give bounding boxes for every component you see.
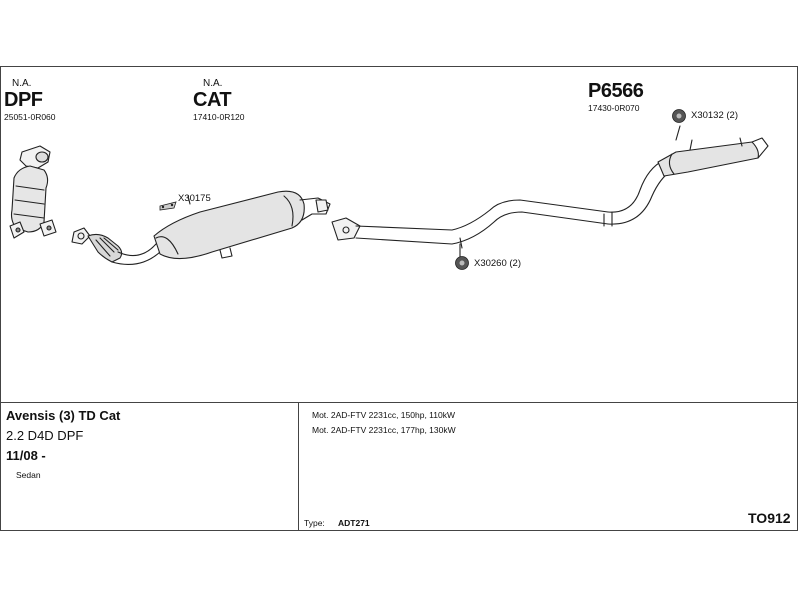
rear-silencer-component: [603, 125, 769, 227]
rear-silencer-part-number: 17430-0R070: [588, 103, 640, 113]
motor-line: Mot. 2AD-FTV 2231cc, 150hp, 110kW: [312, 410, 455, 420]
fitting-x30132-icon: [672, 109, 686, 123]
info-divider: [0, 402, 798, 403]
rear-silencer-name: P6566: [588, 80, 644, 102]
vehicle-years: 11/08 -: [6, 448, 46, 463]
type-label: Type:: [304, 518, 325, 528]
motor-line: Mot. 2AD-FTV 2231cc, 177hp, 130kW: [312, 425, 456, 435]
diagram-frame: [0, 66, 798, 531]
dpf-na-label: N.A.: [12, 78, 32, 89]
dpf-component: [9, 145, 57, 239]
dpf-part-number: 25051-0R060: [4, 112, 56, 122]
cat-na-label: N.A.: [203, 78, 223, 89]
fitting-x30260-label: X30260 (2): [474, 258, 522, 269]
dpf-name: DPF: [4, 89, 43, 111]
fitting-x30175-icon: [159, 201, 177, 211]
catalog-code: TO912: [748, 510, 791, 526]
fitting-x30175-label: X30175: [178, 193, 211, 204]
cat-name: CAT: [193, 89, 232, 111]
cat-component: [71, 190, 331, 265]
fitting-x30132-label: X30132 (2): [691, 110, 739, 121]
vehicle-model: Avensis (3) TD Cat: [6, 408, 121, 423]
vehicle-body: Sedan: [16, 470, 41, 480]
middle-pipe: [331, 199, 609, 249]
cat-part-number: 17410-0R120: [193, 112, 245, 122]
vehicle-engine: 2.2 D4D DPF: [6, 428, 84, 443]
type-value: ADT271: [338, 518, 370, 528]
info-column-divider: [298, 402, 299, 531]
fitting-x30260-icon: [455, 256, 469, 270]
